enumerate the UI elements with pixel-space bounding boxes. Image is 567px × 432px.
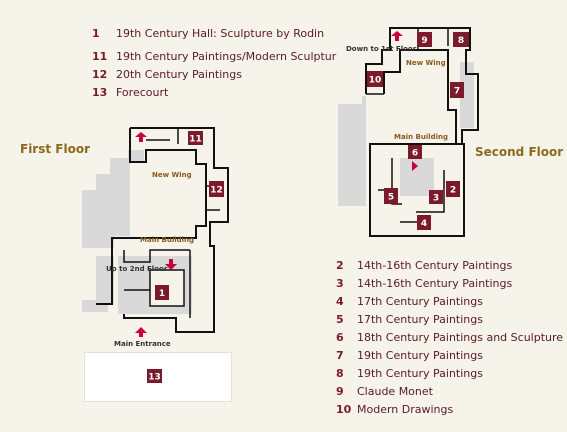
first-floor-main-wall	[123, 249, 190, 263]
room-number: 6	[412, 149, 418, 159]
room-marker-4[interactable]: 4	[417, 215, 431, 230]
legend-label: 19th Century Paintings	[357, 367, 483, 380]
legend-label: Claude Monet	[357, 385, 433, 398]
legend-label: 18th Century Paintings and Sculpture	[357, 331, 564, 344]
second-floor-gray-area	[338, 96, 366, 206]
legend-number: 3	[336, 277, 344, 290]
legend-number: 4	[336, 295, 344, 308]
room-number: 7	[454, 87, 460, 97]
legend-label: 14th-16th Century Paintings	[357, 277, 513, 290]
first-floor-gray-area	[82, 150, 130, 312]
room-number: 11	[189, 135, 202, 145]
second-floor-inner-wall	[416, 170, 445, 213]
room-number: 3	[433, 194, 439, 204]
legend-label: 17th Century Paintings	[357, 313, 483, 326]
room-marker-12[interactable]: 12	[209, 181, 224, 197]
room-marker-1[interactable]: 1	[155, 285, 169, 300]
room-marker-10[interactable]: 10	[367, 71, 383, 87]
main-entrance-label: Main Entrance	[114, 340, 171, 348]
down-to-1st-floor-label: Down to 1st Floor	[346, 45, 417, 53]
first-floor-title: First Floor	[20, 142, 91, 156]
legend-label: Modern Drawings	[357, 403, 454, 416]
legend-label: Forecourt	[116, 86, 169, 99]
room-marker-5[interactable]: 5	[384, 188, 398, 204]
main-building-label: Main Building	[140, 236, 194, 244]
legend-number: 8	[336, 367, 344, 380]
legend-number: 9	[336, 385, 344, 398]
legend-label: 19th Century Paintings/Modern Sculptur	[116, 50, 337, 63]
room-marker-9[interactable]: 9	[417, 32, 432, 47]
legend-number: 1	[92, 27, 100, 40]
new-wing-label: New Wing	[152, 171, 192, 179]
second-floor-plan: 9 8 10 7 6 2 3 5	[338, 27, 479, 237]
room-number: 8	[458, 36, 464, 46]
first-floor-plan: 11 12 1 13 New Wing Main Building Up to …	[82, 127, 229, 383]
legend-number: 7	[336, 349, 344, 362]
first-floor-new-wing-wall	[96, 128, 207, 305]
legend-number: 12	[92, 68, 108, 81]
legend-label: 20th Century Paintings	[116, 68, 242, 81]
legend-number: 5	[336, 313, 344, 326]
legend-label: 14th-16th Century Paintings	[357, 259, 513, 272]
first-floor-gray-strip	[130, 150, 144, 162]
new-wing-label: New Wing	[406, 59, 446, 67]
main-entrance-arrow-icon	[135, 327, 147, 337]
room-number: 13	[148, 373, 161, 383]
up-to-2nd-floor-label: Up to 2nd Floor	[106, 265, 168, 273]
legend-label: 19th Century Paintings	[357, 349, 483, 362]
second-floor-gray-court	[400, 158, 434, 196]
legend-number: 6	[336, 331, 344, 344]
second-floor-title: Second Floor	[475, 145, 564, 159]
entrance-arrow-icon	[135, 132, 147, 142]
stairs-up-arrow-icon	[165, 259, 177, 270]
room-marker-3[interactable]: 3	[429, 190, 443, 204]
room-number: 2	[450, 186, 456, 196]
room-number: 5	[388, 193, 394, 203]
main-building-label: Main Building	[394, 133, 448, 141]
first-floor-gray-block	[96, 256, 114, 304]
stairs-arrow-icon	[412, 161, 418, 171]
room-number: 4	[421, 219, 427, 229]
room-marker-2[interactable]: 2	[446, 181, 460, 197]
second-floor-new-wing-wall	[365, 27, 479, 144]
room-number: 9	[421, 36, 427, 46]
first-floor-outer-wall	[123, 127, 229, 333]
room-number: 1	[159, 289, 165, 299]
second-floor-inner-wall	[383, 49, 457, 144]
room-marker-8[interactable]: 8	[453, 32, 469, 47]
legend-number: 10	[336, 403, 352, 416]
stairs-down-arrow-icon	[391, 31, 403, 41]
room-number: 12	[210, 186, 223, 196]
room-marker-7[interactable]: 7	[450, 82, 464, 98]
legend-number: 2	[336, 259, 344, 272]
second-floor-gray-strip	[460, 62, 474, 128]
legend-label: 19th Century Hall: Sculpture by Rodin	[116, 27, 325, 40]
room-marker-11[interactable]: 11	[188, 131, 203, 145]
room-marker-13[interactable]: 13	[147, 369, 162, 383]
room-marker-6[interactable]: 6	[408, 145, 422, 159]
room-number: 10	[369, 76, 382, 86]
legend-number: 11	[92, 50, 108, 63]
legend-number: 13	[92, 86, 108, 99]
legend-label: 17th Century Paintings	[357, 295, 483, 308]
